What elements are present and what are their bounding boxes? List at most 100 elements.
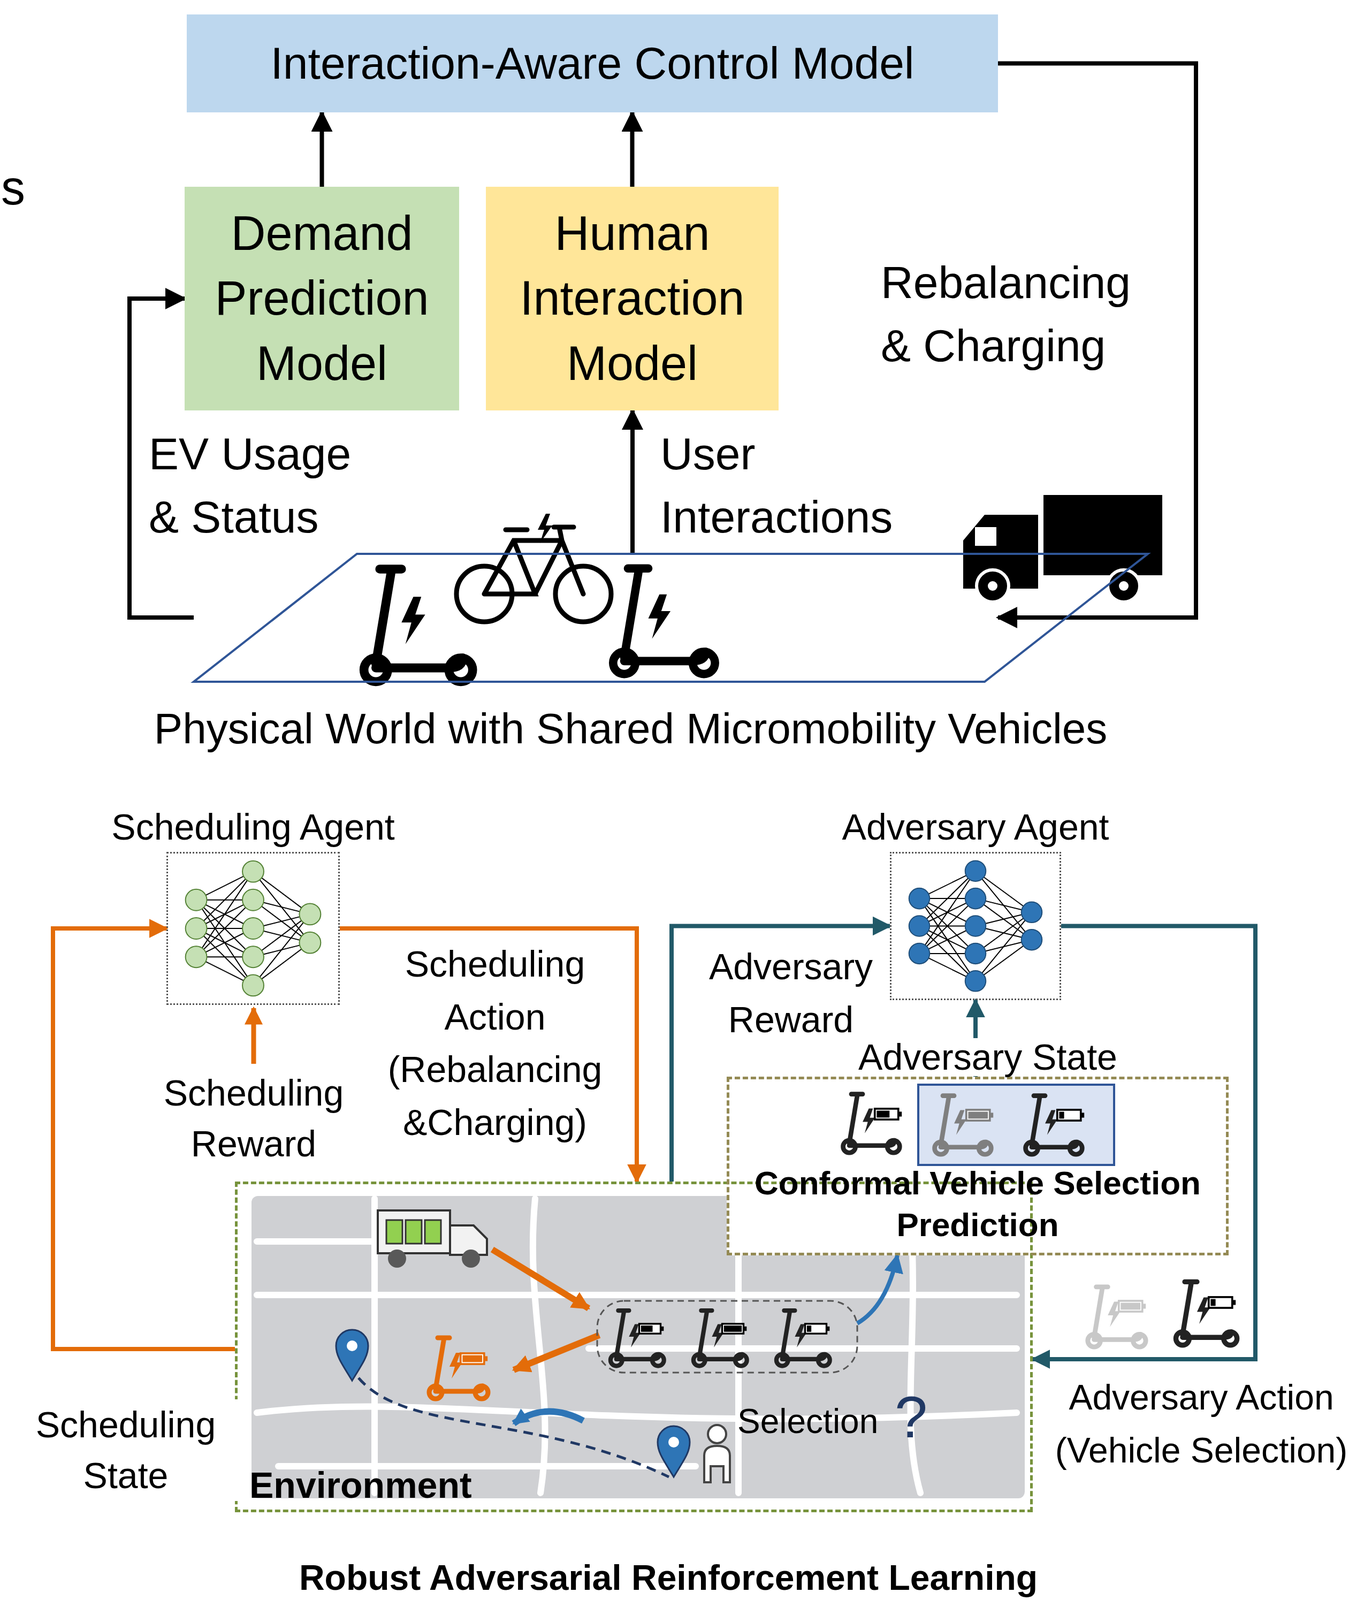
free-label: Selection	[737, 1401, 879, 1442]
neuron	[1021, 929, 1043, 951]
drawing-path	[336, 1329, 369, 1381]
connector-arrow	[1032, 926, 1256, 1360]
drawing-use	[776, 1310, 830, 1366]
neuron	[185, 917, 208, 940]
neuron	[909, 915, 931, 937]
drawing-use	[1025, 1095, 1083, 1155]
drawing-path	[537, 513, 553, 544]
edge-label: Rebalancing & Charging	[877, 251, 1146, 378]
free-label: s	[1, 160, 26, 217]
drawing-circle	[976, 569, 1009, 603]
drawing-path	[657, 1426, 690, 1477]
net-link	[196, 871, 254, 958]
drawing-use	[1175, 1281, 1237, 1345]
drawing-use	[429, 1337, 489, 1399]
neuron	[909, 943, 931, 965]
neuron	[242, 860, 264, 883]
connector-arrow	[630, 112, 635, 187]
edge-label: Adversary Action (Vehicle Selection)	[1040, 1370, 1362, 1477]
connector-arrow	[339, 928, 637, 1182]
drawing-use	[1057, 1109, 1085, 1121]
drawing-circle	[707, 1425, 727, 1444]
neuron	[299, 903, 321, 925]
drawing-use	[693, 1310, 748, 1366]
drawing-circle	[987, 581, 998, 591]
outside-vehicles	[1087, 1281, 1238, 1347]
node-label: Demand Prediction Model	[193, 201, 451, 397]
drawing-use	[722, 1323, 748, 1334]
drawing-use	[934, 1095, 992, 1155]
drawing-use	[1118, 1300, 1146, 1312]
node-label: Conformal Vehicle Selection Prediction	[734, 1162, 1221, 1246]
drawing-use	[460, 1353, 488, 1364]
conformal-vehicles	[843, 1084, 1115, 1165]
prediction-panel: Conformal Vehicle Selection Prediction	[726, 1076, 1229, 1256]
drawing-use	[966, 1109, 994, 1121]
neuron	[909, 888, 931, 910]
neuron	[299, 932, 321, 954]
caption: Robust Adversarial Reinforcement Learnin…	[299, 1558, 1038, 1598]
plane-edge	[193, 553, 1148, 682]
drawing-rect	[974, 527, 997, 546]
node-label: Interaction-Aware Control Model	[270, 36, 914, 91]
truck	[963, 494, 1163, 603]
agent-box: Adversary Agent	[889, 851, 1062, 1001]
node-label: Adversary Agent	[842, 805, 1110, 850]
edge-label: Scheduling State	[13, 1399, 239, 1501]
drawing-use	[805, 1323, 830, 1334]
drawing-use	[613, 568, 715, 674]
drawing-rect	[1043, 494, 1163, 576]
node-label: Physical World with Shared Micromobility…	[154, 703, 1108, 755]
connector-arrow	[630, 410, 635, 554]
edge-label: Adversary State	[855, 1038, 1121, 1077]
drawing-circle	[387, 1249, 407, 1268]
prediction-ground	[726, 1076, 1229, 1256]
net-link	[919, 871, 976, 954]
interaction-box: Human Interaction Model	[485, 186, 779, 411]
plane-outline	[193, 553, 1148, 682]
neuron	[965, 888, 987, 910]
neuron	[242, 946, 264, 968]
drawing-g	[456, 527, 612, 622]
drawing-path	[358, 1377, 669, 1477]
node-label: Environment	[249, 1463, 472, 1508]
edge-label: EV Usage & Status	[145, 422, 371, 549]
neuron	[242, 917, 264, 940]
node-label: Human Interaction Model	[494, 201, 771, 397]
drawing-circle	[1118, 581, 1129, 591]
drawing-rect	[424, 1220, 441, 1244]
reward-leader	[251, 1008, 257, 1064]
drawing-rect	[918, 1084, 1115, 1165]
drawing-path	[492, 1249, 589, 1309]
drawing-rect	[405, 1220, 422, 1244]
drawing-rect	[597, 1300, 858, 1373]
net-link	[919, 898, 976, 981]
prediction-box: Demand Prediction Model	[184, 186, 460, 411]
drawing-circle	[346, 1340, 358, 1352]
drawing-rect	[386, 1220, 403, 1244]
neuron	[965, 970, 987, 992]
neuron	[965, 860, 987, 882]
control-model-box: Interaction-Aware Control Model	[186, 14, 998, 113]
edge-label: User Interactions	[657, 422, 957, 549]
drawing-use	[843, 1094, 901, 1154]
drawing-use	[874, 1108, 902, 1120]
edge-label: Adversary Reward	[699, 940, 882, 1046]
neuron	[965, 943, 987, 965]
drawing-path	[704, 1445, 730, 1483]
free-label: ?	[894, 1383, 928, 1452]
env-contents	[336, 1210, 858, 1483]
drawing-use	[1087, 1286, 1146, 1347]
drawing-use	[1208, 1297, 1236, 1308]
free-label: Scheduling Reward	[141, 1067, 367, 1170]
neuron	[965, 915, 987, 937]
drawing-circle	[461, 1249, 480, 1268]
drawing-use	[639, 1323, 665, 1334]
drawing-circle	[668, 1436, 680, 1448]
agent-box: Scheduling Agent	[166, 851, 340, 1005]
drawing-path	[484, 527, 584, 594]
edge-label: Scheduling Action (Rebalancing &Charging…	[369, 937, 621, 1149]
neuron	[242, 889, 264, 911]
neuron	[1021, 902, 1043, 924]
connector-arrow	[857, 1255, 898, 1324]
